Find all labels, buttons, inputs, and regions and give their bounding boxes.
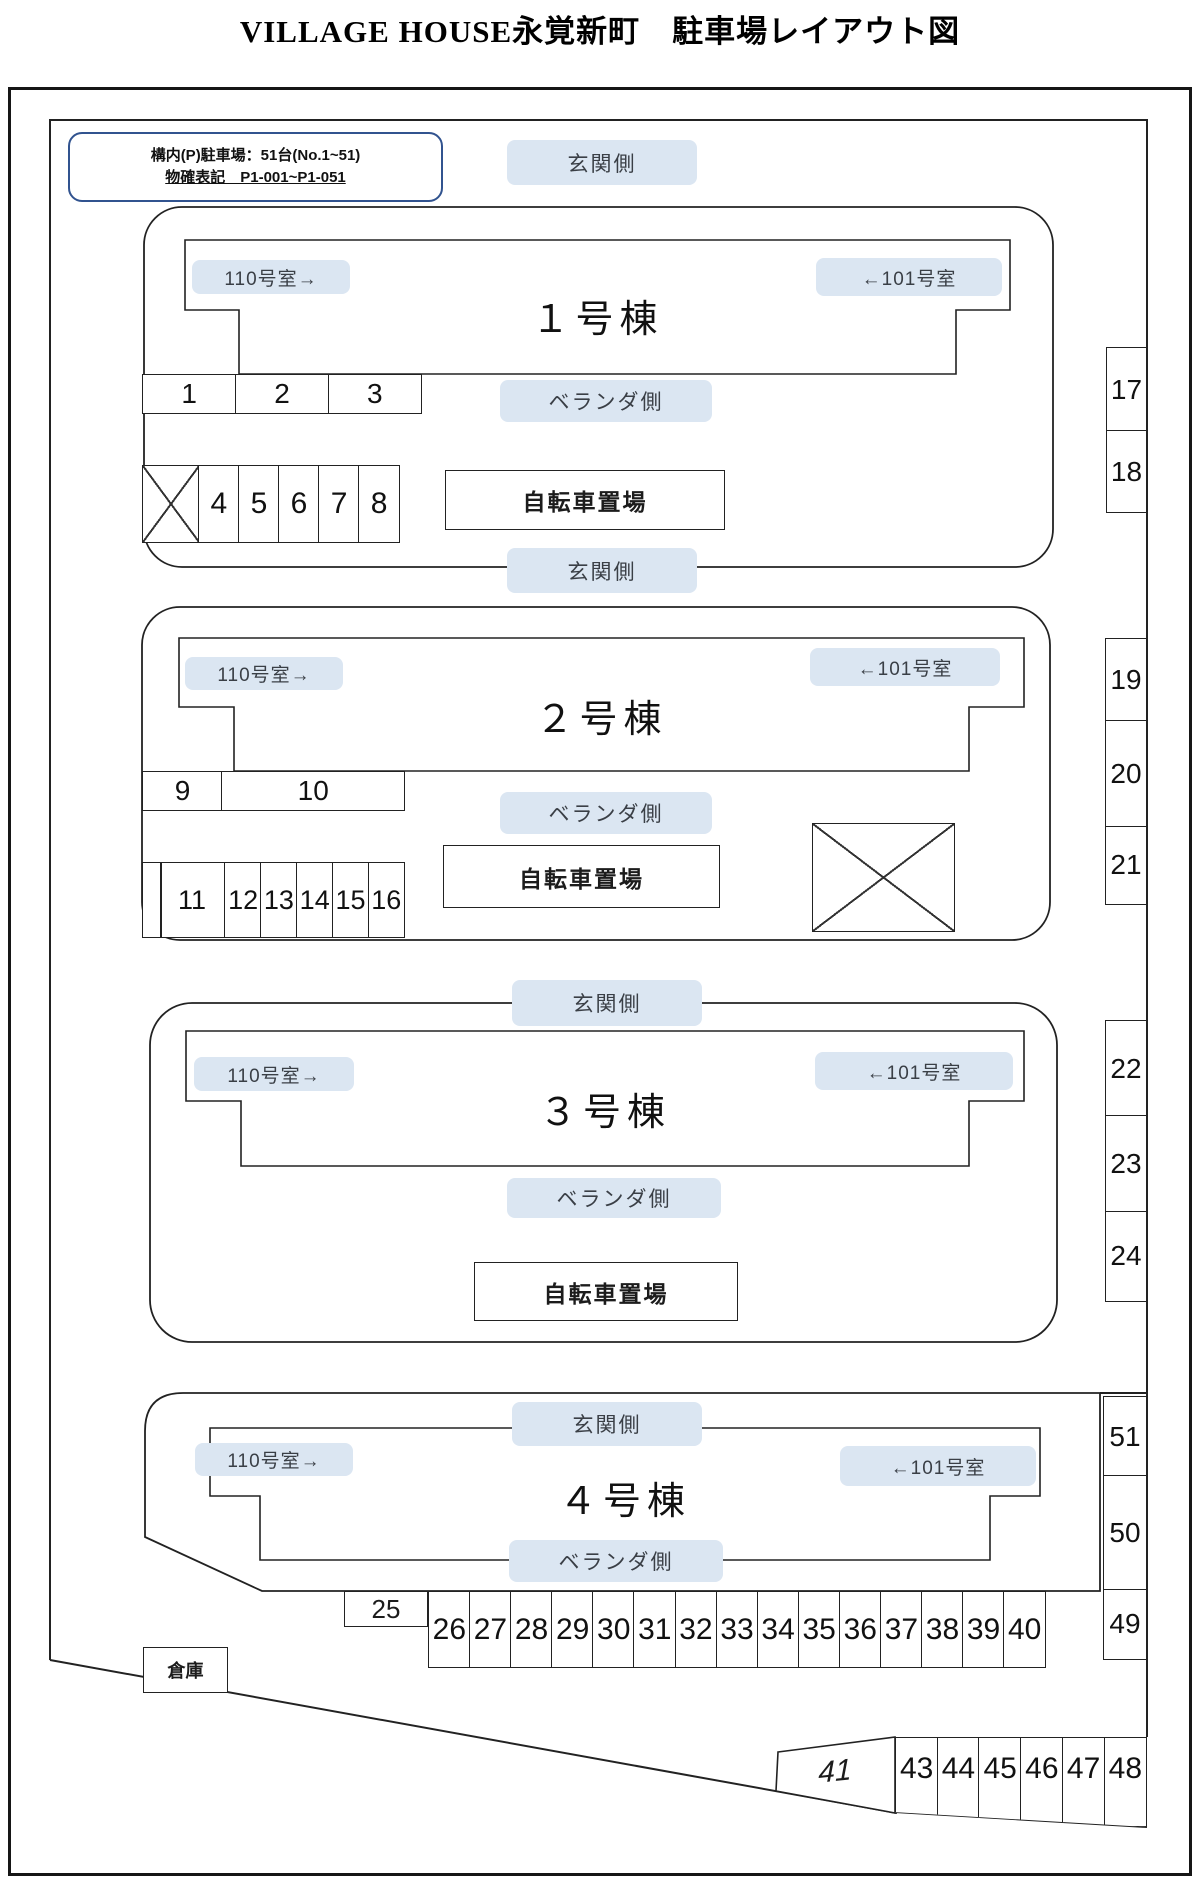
parking-space: 15 <box>331 862 370 938</box>
parking-space: 46 <box>1020 1737 1064 1827</box>
parking-space: 23 <box>1105 1115 1147 1213</box>
parking-space: 3 <box>327 374 422 414</box>
parking-space: 30 <box>592 1591 636 1668</box>
building-2-name: ２号棟 <box>535 698 668 741</box>
page-title: VILLAGE HOUSE永覚新町 駐車場レイアウト図 <box>239 14 961 49</box>
diagram-outer-border <box>8 87 1192 1876</box>
parking-space: 27 <box>469 1591 512 1668</box>
parking-space: 38 <box>921 1591 964 1668</box>
room-110-label-building-3: 110号室→ <box>194 1057 354 1091</box>
parking-space: 36 <box>838 1591 882 1668</box>
row-11-divider-line <box>160 862 162 938</box>
parking-space: 37 <box>880 1591 923 1668</box>
bicycle-parking-box-2: 自転車置場 <box>443 845 720 908</box>
entrance-side-label-2: 玄関側 <box>507 548 697 593</box>
parking-space: 13 <box>260 862 298 938</box>
parking-space: 2 <box>234 374 330 414</box>
room-110-label-building-4: 110号室→ <box>195 1443 353 1476</box>
parking-space: 5 <box>238 465 280 543</box>
parking-space: 20 <box>1105 720 1147 828</box>
parking-space: 51 <box>1103 1396 1147 1477</box>
parking-space: 6 <box>278 465 320 543</box>
parking-space: 7 <box>318 465 360 543</box>
parking-space: 26 <box>428 1591 471 1668</box>
parking-space: 33 <box>715 1591 759 1668</box>
parking-space: 29 <box>551 1591 594 1668</box>
warehouse-box: 倉庫 <box>143 1647 228 1693</box>
veranda-side-label-3: ベランダ側 <box>507 1178 721 1218</box>
room-101-label-building-3: ←101号室 <box>815 1052 1013 1090</box>
parking-space: 44 <box>936 1737 981 1827</box>
building-1-footprint <box>184 239 1011 375</box>
parking-space-41: 41 <box>818 1753 852 1790</box>
parking-space: 40 <box>1003 1591 1046 1668</box>
room-101-label-building-1: ←101号室 <box>816 258 1002 296</box>
parking-info-box: 構内(P)駐車場：51台(No.1~51) 物確表記 P1-001~P1-051 <box>68 132 443 202</box>
info-line-2: 物確表記 P1-001~P1-051 <box>165 169 346 186</box>
parking-space: 9 <box>142 771 223 811</box>
parking-space: 19 <box>1105 638 1147 722</box>
parking-space: 50 <box>1103 1475 1147 1591</box>
parking-space: 43 <box>895 1737 939 1827</box>
parking-space: 10 <box>221 771 405 811</box>
parking-space: 34 <box>756 1591 800 1668</box>
veranda-side-label-1: ベランダ側 <box>500 380 712 422</box>
parking-space: 47 <box>1061 1737 1106 1827</box>
parking-space: 4 <box>198 465 240 543</box>
parking-space: 24 <box>1105 1210 1147 1302</box>
parking-space: 1 <box>142 374 237 414</box>
parking-space: 22 <box>1105 1020 1147 1117</box>
parking-space: 39 <box>962 1591 1005 1668</box>
building-4-name: ４号棟 <box>558 1480 691 1523</box>
crossed-out-area-1 <box>142 465 200 543</box>
parking-space: 8 <box>358 465 400 543</box>
bicycle-parking-box-3: 自転車置場 <box>474 1262 738 1321</box>
parking-space: 32 <box>674 1591 718 1668</box>
space-41-outline <box>775 1736 896 1814</box>
parking-space: 31 <box>633 1591 677 1668</box>
building-3-name: ３号棟 <box>538 1091 671 1134</box>
parking-space: 28 <box>510 1591 553 1668</box>
parking-space: 11 <box>142 862 226 938</box>
parking-space: 35 <box>797 1591 841 1668</box>
info-line-1: 構内(P)駐車場：51台(No.1~51) <box>150 146 361 164</box>
site-boundary-line <box>49 119 1148 1737</box>
crossed-out-area-2 <box>812 823 955 932</box>
parking-space: 12 <box>224 862 262 938</box>
parking-space: 17 <box>1106 347 1147 432</box>
building-1-name: １号棟 <box>531 298 664 341</box>
parking-space: 45 <box>978 1737 1022 1827</box>
veranda-side-label-4: ベランダ側 <box>509 1540 723 1582</box>
entrance-side-label-3: 玄関側 <box>512 980 702 1026</box>
parking-space-25: 25 <box>344 1591 428 1627</box>
room-101-label-building-2: ←101号室 <box>810 648 1000 686</box>
parking-space: 14 <box>296 862 334 938</box>
parking-space: 49 <box>1103 1588 1147 1660</box>
parking-space: 16 <box>367 862 405 938</box>
bicycle-parking-box-1: 自転車置場 <box>445 470 725 530</box>
entrance-side-label-1: 玄関側 <box>507 140 697 185</box>
entrance-side-label-4: 玄関側 <box>512 1402 702 1446</box>
room-101-label-building-4: ←101号室 <box>840 1446 1036 1486</box>
room-110-label-building-2: 110号室→ <box>185 657 343 690</box>
building-3-footprint <box>185 1030 1025 1167</box>
parking-space: 21 <box>1105 825 1147 905</box>
room-110-label-building-1: 110号室→ <box>192 260 350 294</box>
parking-space: 48 <box>1103 1737 1147 1827</box>
parking-space: 18 <box>1106 430 1147 513</box>
building-4-footprint <box>209 1427 1041 1561</box>
veranda-side-label-2: ベランダ側 <box>500 792 712 834</box>
